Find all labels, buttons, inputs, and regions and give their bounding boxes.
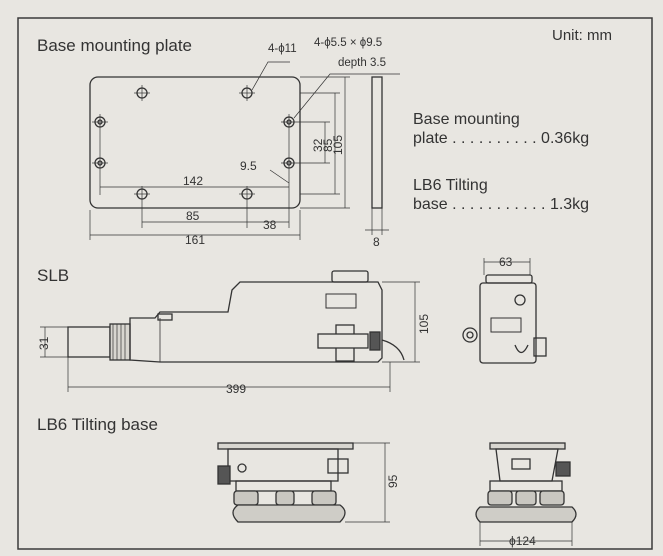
lb6-front-view [475,442,577,546]
weight-plate-line1: Base mounting [413,111,520,128]
base-plate-heading: Base mounting plate [37,36,192,55]
dim-lb6-124: ϕ124 [509,534,536,548]
dim-holes-counterbore: 4-ϕ5.5 × ϕ9.5 [314,37,382,49]
unit-label: Unit: mm [552,27,612,44]
dim-9-5: 9.5 [240,159,257,173]
dim-142: 142 [183,174,203,188]
dim-105-vertical: 105 [331,135,345,155]
slb-clamp-bar [317,333,369,349]
slb-end-view [462,258,547,364]
dim-161: 161 [185,233,205,247]
dim-holes-small: 4-ϕ11 [268,43,297,55]
plate-side-view [371,76,383,209]
dim-32: 32 [311,138,325,152]
slb-drawing [40,270,420,392]
plate-outline [89,76,301,209]
drawing-frame [17,17,653,550]
dim-slb-105: 105 [417,314,431,334]
dim-8: 8 [373,235,380,249]
slb-lens-tube [67,326,111,358]
lb6-heading: LB6 Tilting base [37,415,158,434]
dim-38: 38 [263,218,277,232]
slb-label-plate [325,293,357,309]
slb-top-knob [331,270,369,283]
slb-clamp [157,313,173,321]
lb6-side-view [217,442,390,523]
dim-depth: depth 3.5 [338,57,386,69]
slb-knob [369,331,381,351]
dim-85-vertical: 85 [321,138,335,152]
dim-slb-31: 31 [37,336,51,350]
weight-lb6-line2: base . . . . . . . . . . . 1.3kg [413,196,589,213]
slb-cable [381,339,405,361]
dim-slb-399: 399 [226,382,246,396]
dim-85: 85 [186,209,200,223]
weight-lb6-line1: LB6 Tilting [413,177,488,194]
dim-slb-63: 63 [499,255,513,269]
dim-lb6-95: 95 [386,474,400,488]
slb-heading: SLB [37,266,69,285]
plate-centerlines [89,61,400,240]
base-plate-drawing [89,61,400,240]
weight-plate-line2: plate . . . . . . . . . . 0.36kg [413,130,589,147]
